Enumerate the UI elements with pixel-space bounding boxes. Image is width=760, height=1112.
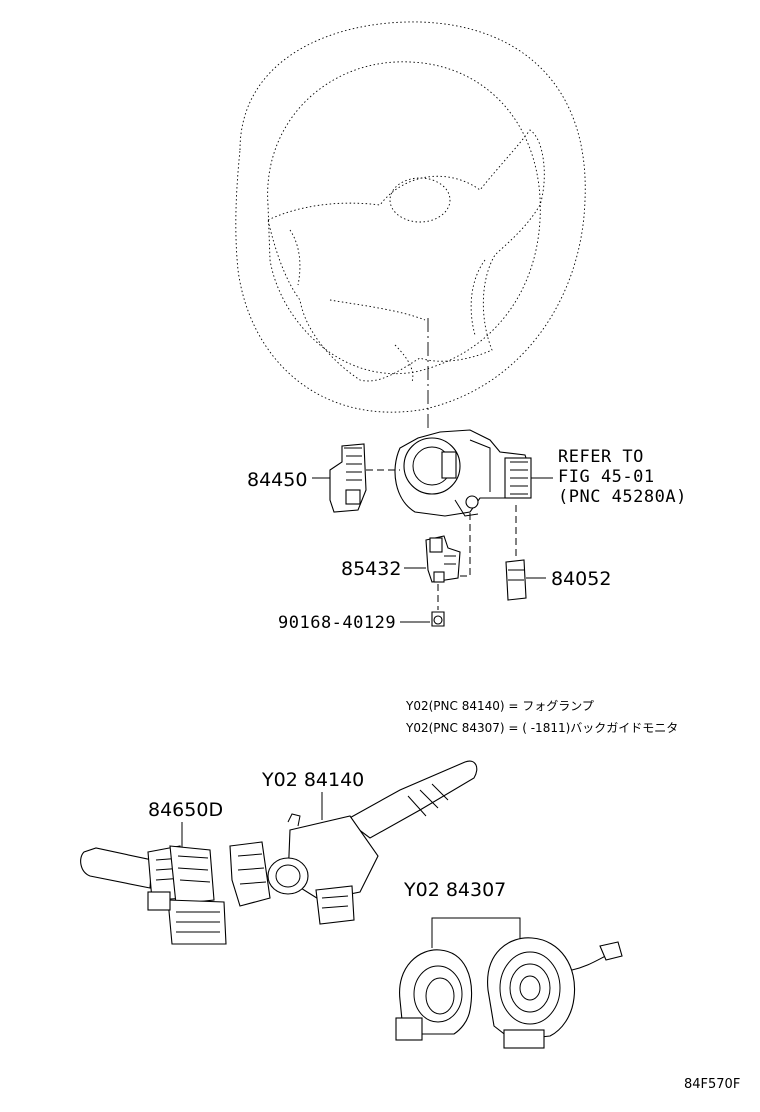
label-90168-40129: 90168-40129 bbox=[278, 613, 396, 633]
part-84052 bbox=[505, 559, 527, 601]
label-84650d: 84650D bbox=[148, 799, 223, 821]
label-refer-line3: (PNC 45280A) bbox=[558, 487, 687, 507]
leader-y02-84307 bbox=[431, 917, 521, 948]
part-90168-40129 bbox=[431, 611, 445, 627]
steering-wheel bbox=[235, 21, 586, 413]
part-85432 bbox=[425, 535, 461, 583]
label-refer-line1: REFER TO bbox=[558, 447, 644, 467]
combination-switch-body bbox=[394, 429, 532, 517]
part-84650d-lever-switch bbox=[80, 845, 227, 945]
label-84450: 84450 bbox=[247, 469, 307, 491]
label-y02-84307: Y02 84307 bbox=[403, 879, 506, 901]
part-84450 bbox=[329, 443, 367, 513]
part-84307-spiral-cable-right bbox=[487, 937, 623, 1049]
label-85432: 85432 bbox=[341, 558, 401, 580]
figure-code: 84F570F bbox=[684, 1077, 740, 1092]
label-84052: 84052 bbox=[551, 568, 611, 590]
dashed-guide-85432 bbox=[460, 510, 471, 577]
label-y02-84140: Y02 84140 bbox=[261, 769, 364, 791]
part-84307-spiral-cable-left bbox=[395, 949, 473, 1041]
note-line-2: Y02(PNC 84307) = ( -1811)バックガイドモニタ bbox=[405, 721, 678, 735]
label-refer-line2: FIG 45-01 bbox=[558, 467, 655, 487]
note-line-1: Y02(PNC 84140) = フォグランプ bbox=[405, 699, 594, 713]
part-84140-lever-switch bbox=[229, 760, 478, 925]
